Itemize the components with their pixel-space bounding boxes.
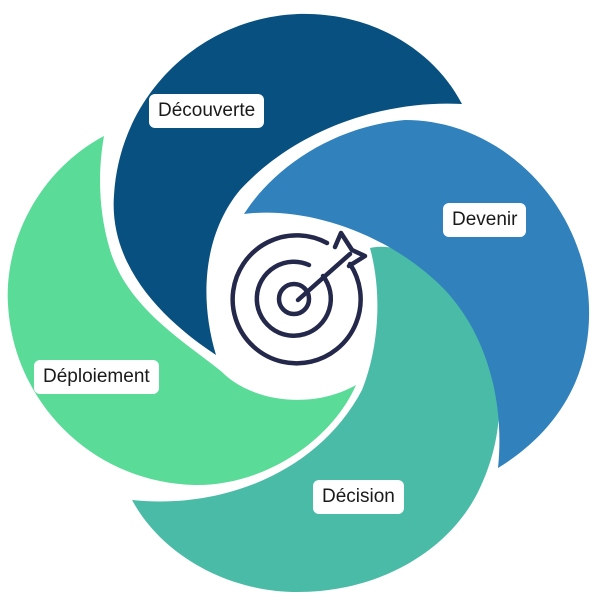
label-decision: Décision (313, 480, 404, 514)
label-decouverte: Découverte (149, 94, 265, 128)
label-deploiement: Déploiement (34, 360, 159, 394)
target-outer-ring (230, 233, 363, 366)
arrow-feather-bottom (346, 247, 368, 269)
arrow-shaft (295, 251, 353, 303)
petal-decision (132, 246, 500, 592)
target-arrow-icon (230, 230, 368, 366)
target-inner-ring (276, 281, 312, 317)
petal-deploiement (7, 136, 356, 486)
target-middle-ring (254, 259, 334, 338)
label-devenir: Devenir (443, 203, 527, 237)
arrow-feather-top (332, 230, 355, 253)
